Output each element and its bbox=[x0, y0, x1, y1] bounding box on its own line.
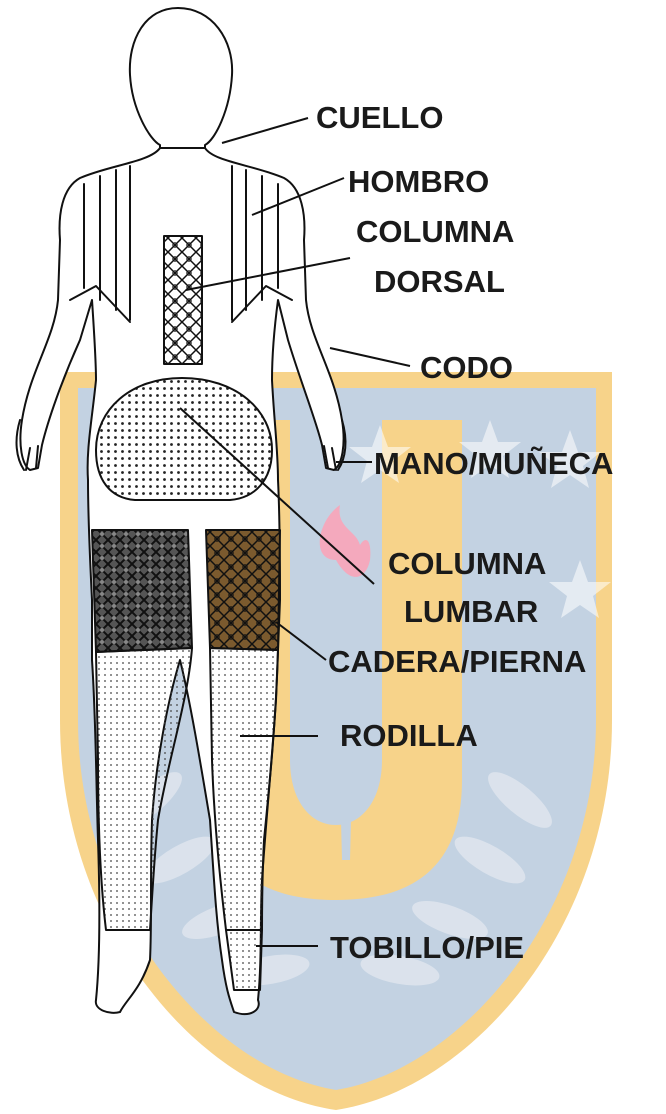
label-columna-dorsal-line1: COLUMNA bbox=[356, 214, 514, 249]
head bbox=[130, 8, 232, 150]
leader-codo bbox=[330, 348, 410, 366]
label-codo: CODO bbox=[420, 350, 513, 385]
label-rodilla: RODILLA bbox=[340, 718, 478, 753]
dorsal-spine-region bbox=[164, 236, 202, 364]
label-columna-lumbar-line2: LUMBAR bbox=[404, 594, 538, 629]
label-columna-dorsal-line2: DORSAL bbox=[374, 264, 505, 299]
hip-leg-left bbox=[92, 530, 192, 652]
label-cadera-pierna: CADERA/PIERNA bbox=[328, 644, 586, 679]
leader-cuello bbox=[222, 118, 308, 143]
label-mano-muneca: MANO/MUÑECA bbox=[374, 446, 613, 481]
label-hombro: HOMBRO bbox=[348, 164, 489, 199]
label-columna-lumbar-line1: COLUMNA bbox=[388, 546, 546, 581]
label-cuello: CUELLO bbox=[316, 100, 443, 135]
label-tobillo-pie: TOBILLO/PIE bbox=[330, 930, 524, 965]
